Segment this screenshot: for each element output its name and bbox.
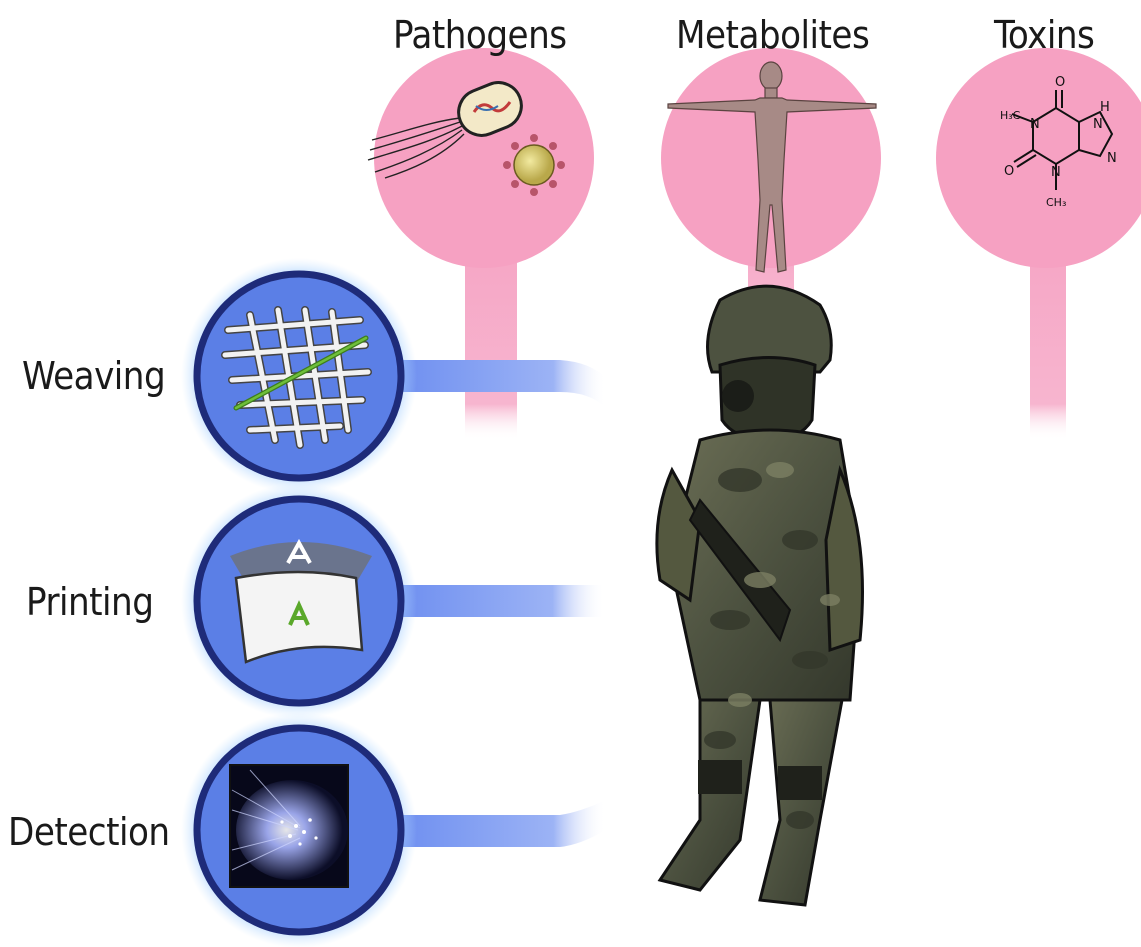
detection-label: Detection: [8, 813, 170, 851]
detection-arm: [395, 800, 606, 847]
svg-text:H: H: [1100, 100, 1110, 115]
svg-text:N: N: [1093, 117, 1103, 132]
svg-text:N: N: [1051, 165, 1061, 180]
svg-text:O: O: [1004, 164, 1014, 179]
svg-text:O: O: [1055, 75, 1065, 90]
svg-text:H₃C: H₃C: [1000, 109, 1021, 122]
toxins-label: Toxins: [994, 16, 1094, 54]
weaving-label: Weaving: [22, 357, 165, 395]
pathogens-circle: [374, 48, 594, 268]
printing-label: Printing: [26, 583, 153, 621]
svg-text:CH₃: CH₃: [1046, 196, 1066, 209]
svg-text:N: N: [1030, 117, 1040, 132]
printing-arm: [395, 585, 605, 617]
svg-text:N: N: [1107, 151, 1117, 166]
metabolites-label: Metabolites: [676, 16, 869, 54]
pathogens-label: Pathogens: [393, 16, 567, 54]
optical-fiber-icon: [230, 765, 348, 887]
printed-fabric-icon: [230, 542, 372, 662]
soldier-illustration: [657, 286, 863, 905]
